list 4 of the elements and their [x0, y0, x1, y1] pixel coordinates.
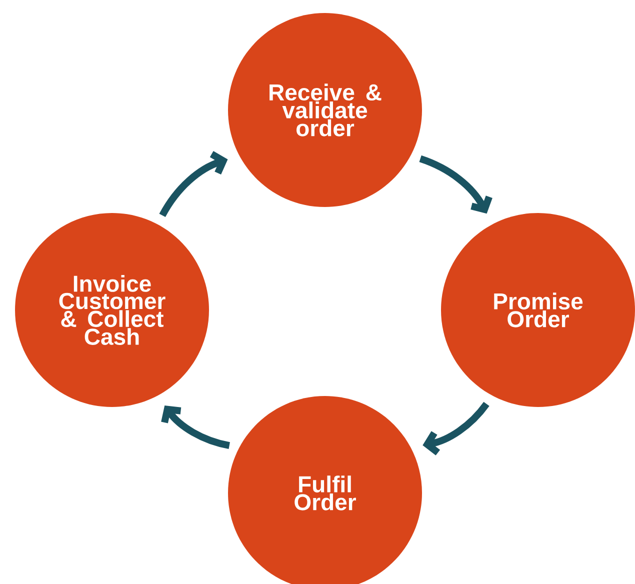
curved-arrow: [419, 155, 492, 214]
curved-arrow: [159, 151, 228, 218]
curved-arrow: [161, 406, 230, 449]
curved-arrow: [422, 402, 490, 456]
